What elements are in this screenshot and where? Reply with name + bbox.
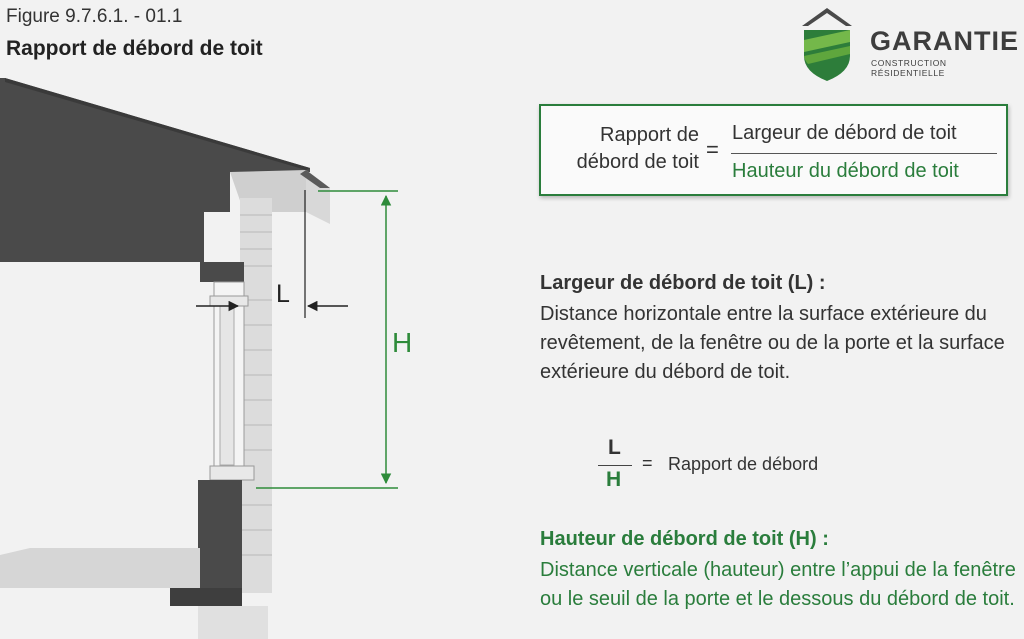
ratio-text: Rapport de débord <box>668 454 819 474</box>
height-section-description: Distance verticale (hauteur) entre l’app… <box>540 559 1016 610</box>
foundation <box>198 606 268 639</box>
ratio-equals: = <box>642 453 653 473</box>
roof-slab <box>0 78 310 262</box>
roof-overhang-diagram: L H <box>0 78 412 639</box>
ratio-mini-formula: L H = Rapport de débord <box>590 436 870 496</box>
ratio-denominator: H <box>606 468 622 491</box>
window-glass <box>219 299 235 466</box>
floor-slab <box>0 548 200 588</box>
window-head-trim <box>209 295 249 307</box>
brand-logo: GARANTIE CONSTRUCTION RÉSIDENTIELLE <box>798 4 1018 82</box>
roof-fascia-side <box>300 170 330 188</box>
formula-left-line1: Rapport de <box>600 124 699 146</box>
logo-name: GARANTIE <box>870 26 1019 56</box>
formula-denominator: Hauteur du débord de toit <box>732 160 959 182</box>
height-section-title: Hauteur de débord de toit (H) : <box>540 528 829 550</box>
ratio-fraction-bar <box>598 465 632 466</box>
wall-header <box>200 262 244 282</box>
wall-cladding <box>240 198 272 593</box>
width-section-description: Distance horizontale entre la surface ex… <box>540 303 1005 383</box>
formula-equals: = <box>706 137 719 162</box>
formula-numerator: Largeur de débord de toit <box>732 122 957 144</box>
formula-fraction-bar <box>731 153 997 154</box>
width-section-title: Largeur de débord de toit (L) : <box>540 272 826 294</box>
height-label: H <box>392 327 412 358</box>
figure-title: Rapport de débord de toit <box>6 37 263 60</box>
formula-left: Rapport de débord de toit <box>551 122 699 176</box>
floor-edge <box>170 588 242 606</box>
ratio-numerator: L <box>608 436 621 459</box>
formula-left-line2: débord de toit <box>576 151 699 173</box>
roof-top-face <box>5 78 310 170</box>
logo-tagline: CONSTRUCTION RÉSIDENTIELLE <box>871 58 947 78</box>
house-shield-icon <box>802 8 852 81</box>
width-label: L <box>276 280 290 308</box>
figure-number: Figure 9.7.6.1. - 01.1 <box>6 6 183 27</box>
ratio-formula-box: Rapport de débord de toit = Largeur de d… <box>539 104 1008 196</box>
window-sill <box>209 465 255 481</box>
